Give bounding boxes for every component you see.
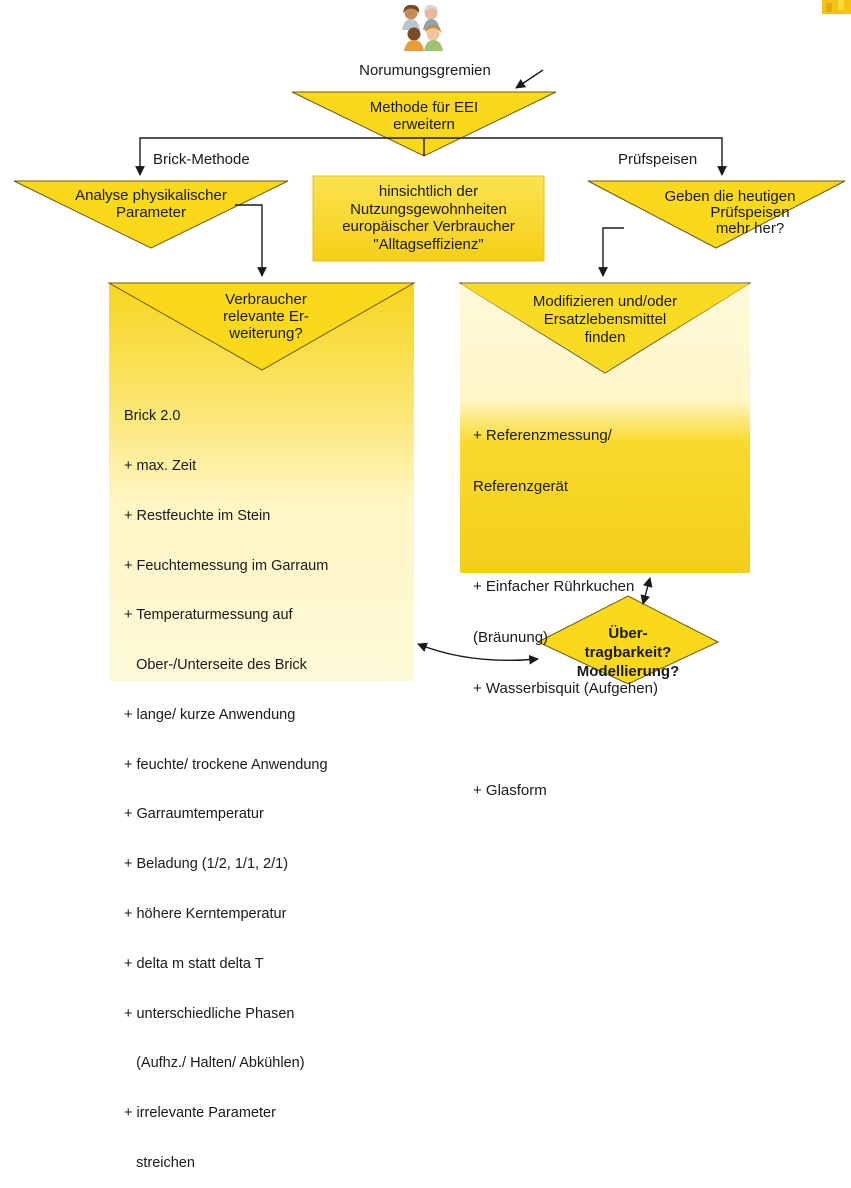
brick-item: + feuchte/ trockene Anwendung bbox=[124, 756, 328, 773]
left-branch-label: Brick-Methode bbox=[153, 151, 250, 168]
brick-item: + Restfeuchte im Stein bbox=[124, 507, 271, 524]
brick-item: (Aufhz./ Halten/ Abkühlen) bbox=[124, 1055, 305, 1072]
food-item: + Wasserbisquit (Aufgehen) bbox=[473, 680, 658, 697]
note-line4: "Alltagseffizienz" bbox=[373, 235, 484, 253]
brick-item: Brick 2.0 bbox=[124, 408, 181, 425]
brick-item: + Feuchtemessung im Garraum bbox=[124, 557, 329, 574]
food-item: + Glasform bbox=[473, 782, 547, 799]
brick-item: + max. Zeit bbox=[124, 457, 197, 474]
flowchart-canvas bbox=[13, 0, 851, 684]
brick-diamond-arrow bbox=[417, 642, 539, 665]
brick-item: + delta m statt delta T bbox=[124, 955, 264, 972]
food-diamond-arrow bbox=[640, 577, 653, 605]
food-item: + Einfacher Rührkuchen bbox=[473, 578, 635, 595]
brick-item: streichen bbox=[124, 1154, 195, 1171]
food-item: (Bräunung) bbox=[473, 629, 549, 646]
food-item: + Referenzmessung/ bbox=[473, 427, 612, 444]
brick-item: + irrelevante Parameter bbox=[124, 1105, 276, 1122]
verbraucher-label: Verbraucher relevante Er- weiterung? bbox=[196, 291, 336, 342]
modifizieren-label: Modifizieren und/oder Ersatzlebensmittel… bbox=[495, 293, 715, 347]
verbraucher-line1: Verbraucher bbox=[225, 291, 307, 308]
verbraucher-line2: relevante Er- bbox=[223, 308, 309, 325]
transfer-diamond bbox=[536, 595, 720, 684]
people-group-icon bbox=[402, 4, 443, 51]
analyse-label: Analyse physikalischer Parameter bbox=[40, 187, 262, 221]
committee-arrow bbox=[515, 69, 544, 89]
note-line2: Nutzungsgewohnheiten bbox=[350, 200, 507, 218]
corner-decoration-icon bbox=[822, 0, 851, 14]
center-note-text: hinsichtlich der Nutzungsgewohnheiten eu… bbox=[313, 183, 544, 253]
brick-item: + Garraumtemperatur bbox=[124, 806, 264, 823]
brick-list: Brick 2.0 + max. Zeit + Restfeuchte im S… bbox=[124, 375, 328, 1188]
left-branch-line bbox=[135, 137, 425, 176]
committee-label: Norumungsgremien bbox=[359, 62, 491, 79]
transfer-line1: Über- bbox=[608, 625, 648, 642]
verbraucher-line3: weiterung? bbox=[229, 325, 303, 342]
brick-item: + Temperaturmessung auf bbox=[124, 607, 293, 624]
question-triangle bbox=[587, 180, 846, 249]
question-line1: Geben die heutigen bbox=[664, 188, 796, 205]
brick-item: + unterschiedliche Phasen bbox=[124, 1005, 295, 1022]
right-branch-line bbox=[424, 137, 727, 176]
brick-item: + lange/ kurze Anwendung bbox=[124, 706, 296, 723]
method-line1: Methode für EEI bbox=[369, 99, 479, 116]
method-line2: erweitern bbox=[393, 116, 455, 133]
analyse-line2: Parameter bbox=[115, 204, 187, 221]
modifizieren-line2: Ersatzlebensmittel bbox=[543, 311, 667, 328]
analyse-triangle bbox=[13, 180, 289, 249]
food-list: + Referenzmessung/ Referenzgerät + Einfa… bbox=[473, 393, 658, 816]
modifizieren-line3: finden bbox=[584, 329, 626, 346]
verbraucher-triangle bbox=[107, 282, 416, 371]
question-line2: Prüfspeisen bbox=[710, 204, 790, 221]
question-line3: mehr her? bbox=[715, 220, 785, 237]
right-branch-label: Prüfspeisen bbox=[618, 151, 698, 168]
brick-item: Ober-/Unterseite des Brick bbox=[124, 657, 307, 674]
modifizieren-line1: Modifizieren und/oder bbox=[532, 293, 678, 310]
analyse-connector bbox=[235, 204, 267, 277]
transfer-label: Über- tragbarkeit? Modellierung? bbox=[558, 624, 698, 681]
transfer-line3: Modellierung? bbox=[576, 663, 680, 680]
brick-item: + Beladung (1/2, 1/1, 2/1) bbox=[124, 856, 289, 873]
center-note-box bbox=[312, 175, 545, 262]
analyse-line1: Analyse physikalischer bbox=[75, 187, 227, 204]
method-label: Methode für EEI erweitern bbox=[336, 99, 512, 133]
modifizieren-triangle-fill bbox=[461, 284, 749, 372]
method-triangle bbox=[291, 91, 557, 157]
food-item: Referenzgerät bbox=[473, 478, 569, 495]
question-label: Geben die heutigen Prüfspeisen mehr her? bbox=[630, 189, 830, 237]
brick-item: + höhere Kerntemperatur bbox=[124, 906, 287, 922]
note-line1: hinsichtlich der bbox=[378, 183, 479, 200]
transfer-line2: tragbarkeit? bbox=[584, 644, 672, 661]
note-line3: europäischer Verbraucher bbox=[342, 218, 515, 235]
question-connector bbox=[598, 227, 624, 277]
